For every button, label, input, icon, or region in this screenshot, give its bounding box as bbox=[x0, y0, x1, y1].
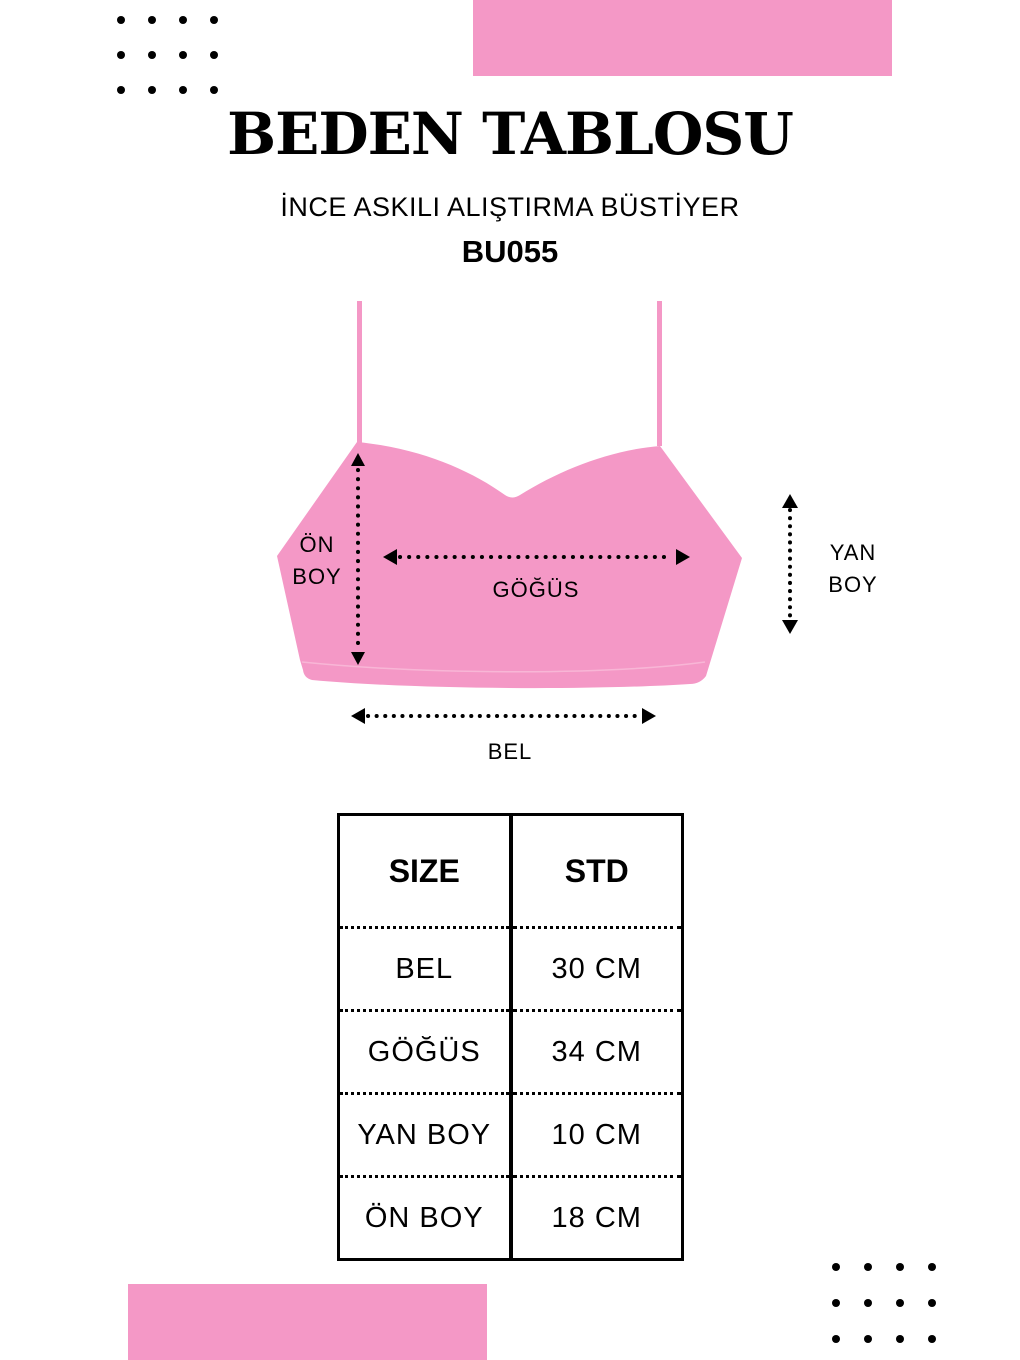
row-measure: ÖN BOY bbox=[338, 1175, 513, 1260]
bustier-diagram bbox=[277, 301, 798, 724]
header-size: SIZE bbox=[338, 814, 513, 928]
row-value: 10 CM bbox=[510, 1092, 683, 1177]
right-strap bbox=[657, 301, 662, 446]
table-row: ÖN BOY 18 CM bbox=[338, 1175, 683, 1260]
label-on-boy: ÖN BOY bbox=[286, 529, 348, 593]
header-std: STD bbox=[564, 852, 629, 889]
on-boy-arrow-icon bbox=[351, 453, 365, 665]
decorative-pink-block-top bbox=[473, 0, 892, 76]
decorative-dot-grid-bottom bbox=[832, 1263, 936, 1343]
table-row: GÖĞÜS 34 CM bbox=[338, 1009, 683, 1094]
product-code: BU055 bbox=[461, 234, 559, 269]
label-bel: BEL bbox=[487, 739, 533, 764]
row-value: 18 CM bbox=[510, 1175, 683, 1260]
table-row: BEL 30 CM bbox=[338, 926, 683, 1011]
bustier-body bbox=[277, 442, 742, 689]
row-value: 30 CM bbox=[510, 926, 683, 1011]
left-strap bbox=[357, 301, 362, 446]
label-yan-boy-line1: YAN bbox=[829, 540, 877, 565]
size-table: SIZE STD BEL 30 CM GÖĞÜS 34 CM YAN BOY 1… bbox=[337, 813, 684, 1261]
yan-boy-arrow-icon bbox=[782, 494, 798, 634]
row-measure: GÖĞÜS bbox=[338, 1009, 513, 1094]
label-on-boy-line1: ÖN bbox=[299, 532, 335, 557]
row-value: 34 CM bbox=[510, 1009, 683, 1094]
row-measure: YAN BOY bbox=[338, 1092, 513, 1177]
label-yan-boy: YAN BOY bbox=[818, 537, 888, 601]
label-gogus: GÖĞÜS bbox=[492, 577, 580, 602]
size-table-header: SIZE STD bbox=[338, 814, 683, 928]
row-measure: BEL bbox=[338, 926, 513, 1011]
table-row: YAN BOY 10 CM bbox=[338, 1092, 683, 1177]
label-yan-boy-line2: BOY bbox=[828, 572, 878, 597]
product-name: İNCE ASKILI ALIŞTIRMA BÜSTİYER bbox=[280, 192, 740, 222]
page-title: BEDEN TABLOSU bbox=[227, 100, 794, 168]
gogus-arrow-icon bbox=[383, 549, 690, 565]
decorative-pink-block-bottom bbox=[128, 1284, 487, 1360]
decorative-dot-grid-top bbox=[117, 16, 218, 94]
label-on-boy-line2: BOY bbox=[292, 564, 342, 589]
bel-arrow-icon bbox=[351, 708, 656, 724]
